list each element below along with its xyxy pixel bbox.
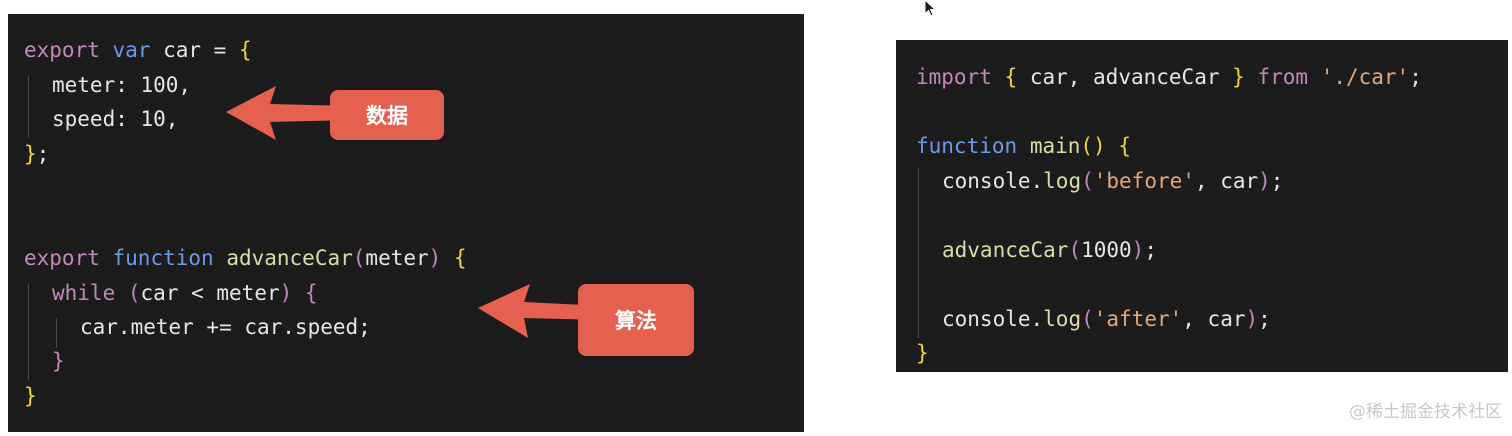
data-label-badge: 数据 [330,90,444,140]
code-line: console.log('after', car); [942,307,1271,331]
code-line: car.meter += car.speed; [80,315,371,339]
code-panel-main-module: import { car, advanceCar } from './car';… [896,40,1508,372]
code-line: import { car, advanceCar } from './car'; [916,65,1422,89]
code-line: speed: 10, [52,107,179,131]
code-line: meter: 100, [52,73,192,97]
code-panel-car-module: export var car = { meter: 100, speed: 10… [8,14,804,432]
data-callout-arrow [224,84,354,142]
code-line: export function advanceCar(meter) { [24,246,467,270]
mouse-cursor-icon [924,0,938,22]
code-line: } [52,349,65,373]
indent-guide [28,284,29,380]
code-line: export var car = { [24,38,252,62]
indent-guide [918,168,919,338]
code-line: }; [24,142,50,166]
code-line: function main() { [916,134,1131,158]
algorithm-callout-arrow [476,282,606,340]
indent-guide [56,318,57,348]
code-line: advanceCar(1000); [942,238,1157,262]
indent-guide [28,76,29,138]
algorithm-label-badge: 算法 [578,284,694,356]
code-line: } [916,341,929,365]
code-line: } [24,384,37,408]
code-line: while (car < meter) { [52,281,318,305]
code-line: console.log('before', car); [942,169,1284,193]
watermark: @稀土掘金技术社区 [1349,402,1502,422]
